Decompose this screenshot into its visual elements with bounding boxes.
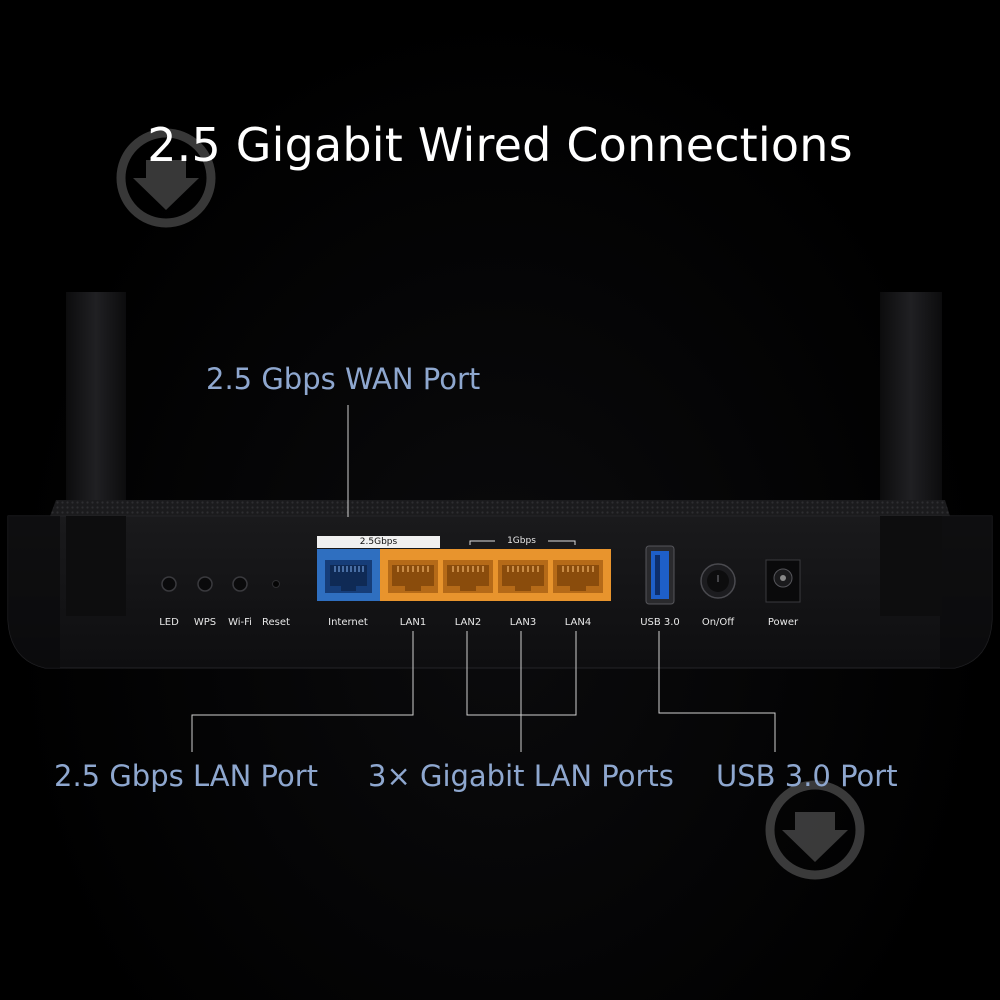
download-watermark-icon — [116, 128, 216, 228]
wps-label: WPS — [193, 617, 217, 628]
lan3-label: LAN3 — [509, 617, 537, 628]
lan1-port — [388, 560, 438, 593]
download-watermark-icon — [765, 780, 865, 880]
led-label: LED — [159, 617, 179, 628]
wan-speed-bar — [317, 536, 440, 548]
lan4-label: LAN4 — [564, 617, 592, 628]
lan2-port — [443, 560, 493, 593]
wps-button — [197, 576, 213, 592]
led-button — [161, 576, 177, 592]
callout-gigabit-lan-ports: 3× Gigabit LAN Ports — [368, 759, 674, 793]
lan2-label: LAN2 — [454, 617, 482, 628]
callout-wan-port: 2.5 Gbps WAN Port — [206, 362, 481, 396]
reset-hole — [272, 580, 280, 588]
power-switch — [700, 563, 736, 599]
router-top-mesh — [50, 500, 950, 516]
wifi-button — [232, 576, 248, 592]
onoff-label: On/Off — [701, 617, 735, 628]
callout-usb-port: USB 3.0 Port — [716, 759, 898, 793]
lan3-port — [498, 560, 548, 593]
power-label: Power — [767, 617, 799, 628]
power-jack — [765, 559, 801, 603]
lan4-port — [553, 560, 603, 593]
lan1-label: LAN1 — [399, 617, 427, 628]
wan-speed-label: 2.5Gbps — [359, 537, 398, 547]
callout-lan-25-port: 2.5 Gbps LAN Port — [54, 759, 319, 793]
usb-port — [645, 545, 675, 605]
usb-label: USB 3.0 — [640, 617, 680, 628]
internet-label: Internet — [328, 617, 368, 628]
page-title: 2.5 Gigabit Wired Connections — [147, 118, 853, 172]
reset-label: Reset — [262, 617, 290, 628]
lan-speed-label: 1Gbps — [507, 536, 536, 546]
wifi-label: Wi-Fi — [228, 617, 252, 628]
leader-lines — [191, 405, 776, 752]
